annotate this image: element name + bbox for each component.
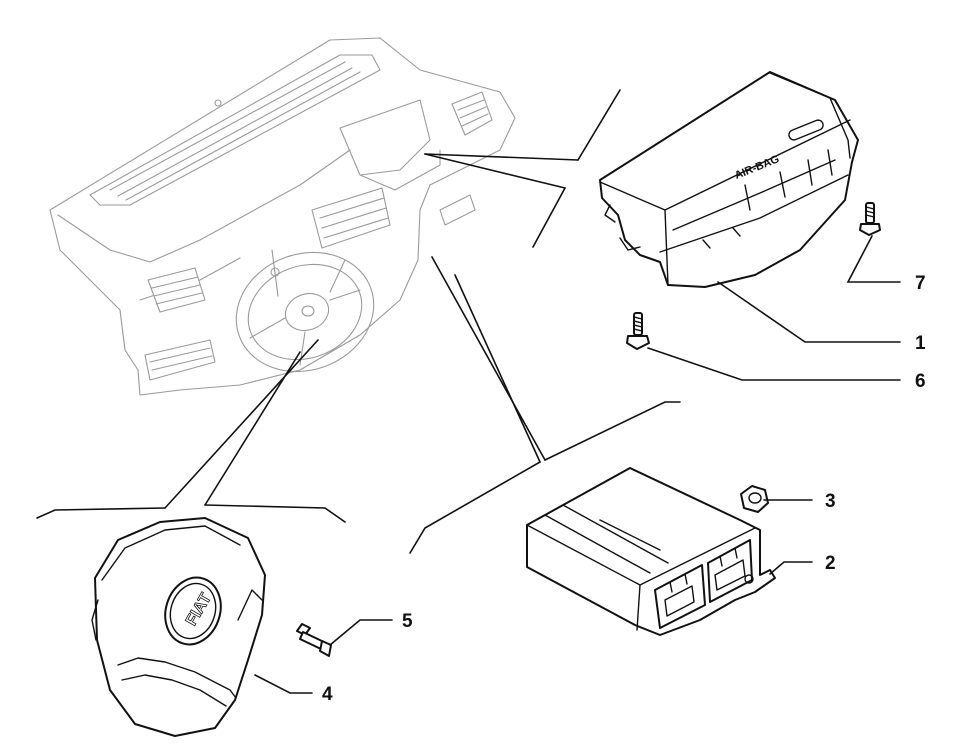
passenger-airbag-module: AIR-BAG bbox=[599, 71, 859, 288]
bolt-part-6 bbox=[626, 312, 650, 350]
bolt-part-5 bbox=[296, 623, 332, 657]
driver-airbag-module: FIAT bbox=[91, 517, 266, 737]
airbag-control-unit bbox=[526, 467, 776, 636]
callout-7: 7 bbox=[915, 273, 926, 294]
callout-6: 6 bbox=[915, 371, 926, 392]
nut-part-3 bbox=[740, 485, 769, 513]
callout-leaders bbox=[254, 235, 901, 694]
callout-2: 2 bbox=[825, 553, 836, 574]
callout-4: 4 bbox=[322, 684, 333, 705]
callout-3: 3 bbox=[825, 491, 836, 512]
callout-5: 5 bbox=[402, 611, 413, 632]
callout-1: 1 bbox=[915, 333, 926, 354]
bolt-part-7 bbox=[859, 202, 881, 236]
dashboard-context-illustration bbox=[49, 37, 516, 396]
callout-numbers: 7 1 6 3 2 5 4 bbox=[322, 273, 926, 705]
group-leader-lines bbox=[36, 89, 681, 554]
